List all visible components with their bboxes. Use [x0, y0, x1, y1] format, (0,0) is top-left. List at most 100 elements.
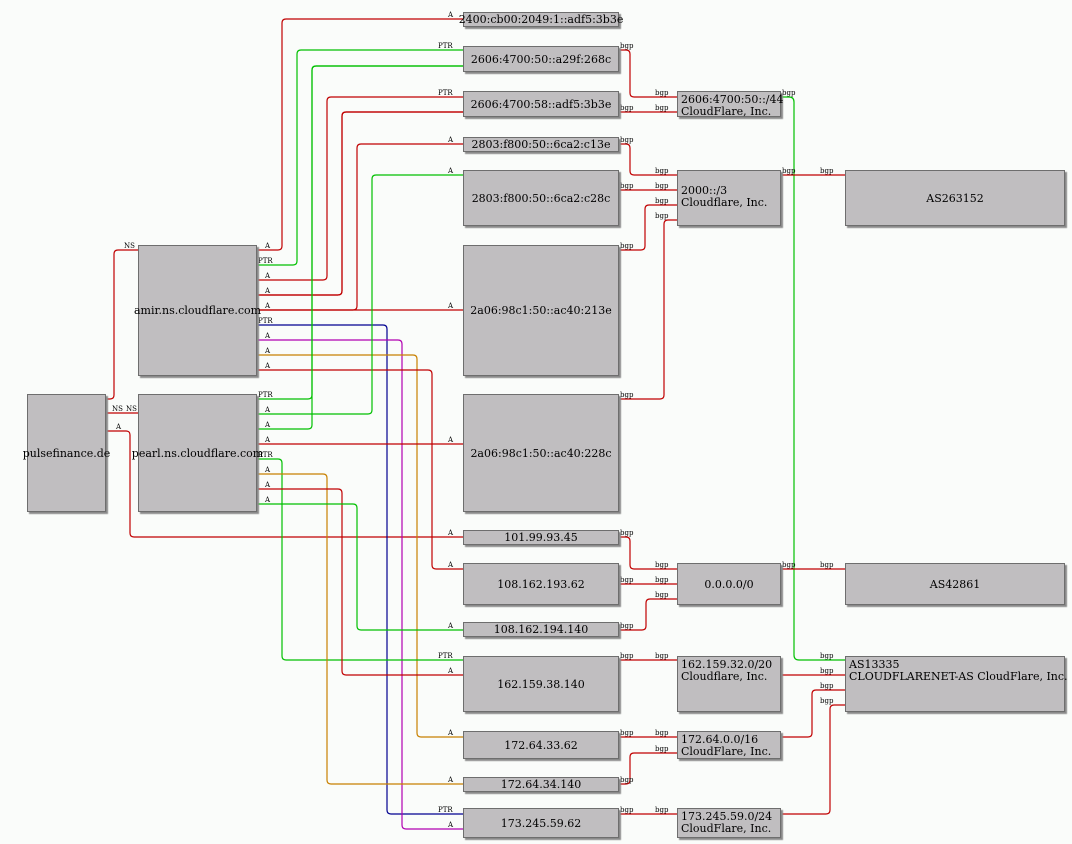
- edge-line: [257, 369, 463, 570]
- edge-label-bgp: bgp: [655, 212, 669, 220]
- node-ip-172a: 172.64.33.62: [463, 731, 619, 759]
- edge-label-bgp: bgp: [620, 182, 634, 190]
- edge-label-bgp: bgp: [655, 576, 669, 584]
- edge-label-a: A: [447, 436, 454, 444]
- edge-label-a: A: [447, 821, 454, 829]
- edge-line: [257, 339, 463, 830]
- edge-label-bgp: bgp: [620, 806, 634, 814]
- node-ip-58: 2606:4700:58::adf5:3b3e: [463, 91, 619, 117]
- edge-label-ptr: PTR: [438, 89, 453, 97]
- edge-label-a: A: [264, 436, 271, 444]
- node-label: CloudFlare, Inc.: [681, 105, 772, 118]
- edge-label-a: A: [447, 167, 454, 175]
- node-label: Cloudflare, Inc.: [681, 670, 768, 683]
- edge-label-ptr: PTR: [438, 806, 453, 814]
- edge-label-a: A: [447, 561, 454, 569]
- node-ip-228c: 2a06:98c1:50::ac40:228c: [463, 394, 619, 512]
- node-label: 2803:f800:50::6ca2:c28c: [471, 191, 611, 205]
- edge-line: [257, 354, 463, 738]
- node-label: AS263152: [926, 191, 984, 205]
- edge-line: [257, 111, 463, 296]
- edge-label-a: A: [264, 272, 271, 280]
- edge-label-bgp: bgp: [620, 391, 634, 399]
- edge-label-ptr: PTR: [258, 391, 273, 399]
- node-label: 2606:4700:50::a29f:268c: [470, 52, 612, 66]
- node-label: amir.ns.cloudflare.com: [133, 304, 262, 317]
- edge-line: [106, 430, 463, 538]
- edge-label-a: A: [447, 302, 454, 310]
- edge-line: [619, 143, 677, 176]
- edge-label-a: A: [264, 466, 271, 474]
- edge-label-bgp: bgp: [620, 104, 634, 112]
- edge-line: [781, 96, 845, 661]
- edge-label-bgp: bgp: [782, 561, 796, 569]
- node-net-0: 0.0.0.0/0: [677, 563, 781, 605]
- edge-label-bgp: bgp: [620, 652, 634, 660]
- edge-line: [257, 174, 463, 415]
- edge-label-bgp: bgp: [655, 806, 669, 814]
- edge-label-bgp: bgp: [820, 667, 834, 675]
- node-label: CloudFlare, Inc.: [681, 745, 772, 758]
- node-ip-c13e: 2803:f800:50::6ca2:c13e: [463, 137, 619, 152]
- node-label: 108.162.193.62: [497, 577, 585, 591]
- node-label: 101.99.93.45: [504, 531, 578, 544]
- edge-label-bgp: bgp: [655, 561, 669, 569]
- edge-label-ptr: PTR: [258, 257, 273, 265]
- node-label: AS42861: [929, 577, 981, 591]
- edge-label-a: A: [264, 406, 271, 414]
- edge-label-bgp: bgp: [820, 167, 834, 175]
- edge-line: [257, 473, 463, 785]
- edge-line: [619, 536, 677, 570]
- edge-label-bgp: bgp: [820, 682, 834, 690]
- edge-line: [257, 96, 463, 281]
- edge-label-bgp: bgp: [620, 622, 634, 630]
- node-label: 172.64.33.62: [504, 738, 578, 752]
- edge-label-bgp: bgp: [655, 89, 669, 97]
- node-label: 2803:f800:50::6ca2:c13e: [471, 138, 611, 151]
- edge-label-bgp: bgp: [820, 561, 834, 569]
- node-label: 2400:cb00:2049:1::adf5:3b3e: [458, 13, 624, 26]
- edge-label-ptr: PTR: [438, 42, 453, 50]
- edge-label-bgp: bgp: [620, 529, 634, 537]
- edge-label-ns: NS: [112, 405, 123, 413]
- edge-label-ptr: PTR: [438, 652, 453, 660]
- node-label: 162.159.32.0/20: [681, 658, 773, 671]
- edge-label-a: A: [264, 287, 271, 295]
- edge-label-bgp: bgp: [655, 167, 669, 175]
- edge-label-a: A: [264, 481, 271, 489]
- edge-line: [257, 65, 463, 430]
- node-ip-2400: 2400:cb00:2049:1::adf5:3b3e: [459, 12, 623, 27]
- node-ip-101: 101.99.93.45: [463, 530, 619, 545]
- node-as-263152: AS263152: [845, 170, 1065, 226]
- node-label: 162.159.38.140: [497, 677, 585, 691]
- edge-label-bgp: bgp: [620, 42, 634, 50]
- edge-label-ptr: PTR: [258, 451, 273, 459]
- edge-label-a: A: [447, 11, 454, 19]
- node-ip-173: 173.245.59.62: [463, 808, 619, 838]
- edge-label-a: A: [264, 496, 271, 504]
- edge-label-bgp: bgp: [655, 729, 669, 737]
- node-label: pulsefinance.de: [22, 446, 111, 460]
- edge-label-bgp: bgp: [655, 197, 669, 205]
- edge-line: [257, 49, 463, 266]
- node-label: 173.245.59.62: [500, 816, 582, 830]
- edge-line: [619, 598, 677, 631]
- edge-line: [106, 249, 138, 400]
- edge-label-a: A: [264, 421, 271, 429]
- node-label: pearl.ns.cloudflare.com: [131, 446, 264, 460]
- edge-label-ns: NS: [126, 405, 137, 413]
- edge-line: [257, 458, 463, 661]
- edge-label-bgp: bgp: [620, 242, 634, 250]
- edge-label-a: A: [447, 667, 454, 675]
- node-as-42861: AS42861: [845, 563, 1065, 605]
- node-label: AS13335: [849, 658, 900, 671]
- edge-label-a: A: [264, 347, 271, 355]
- edge-label-a: A: [447, 529, 454, 537]
- node-label: 2606:4700:58::adf5:3b3e: [470, 97, 612, 111]
- node-ip-108a: 108.162.193.62: [463, 563, 619, 605]
- node-label: Cloudflare, Inc.: [681, 196, 768, 209]
